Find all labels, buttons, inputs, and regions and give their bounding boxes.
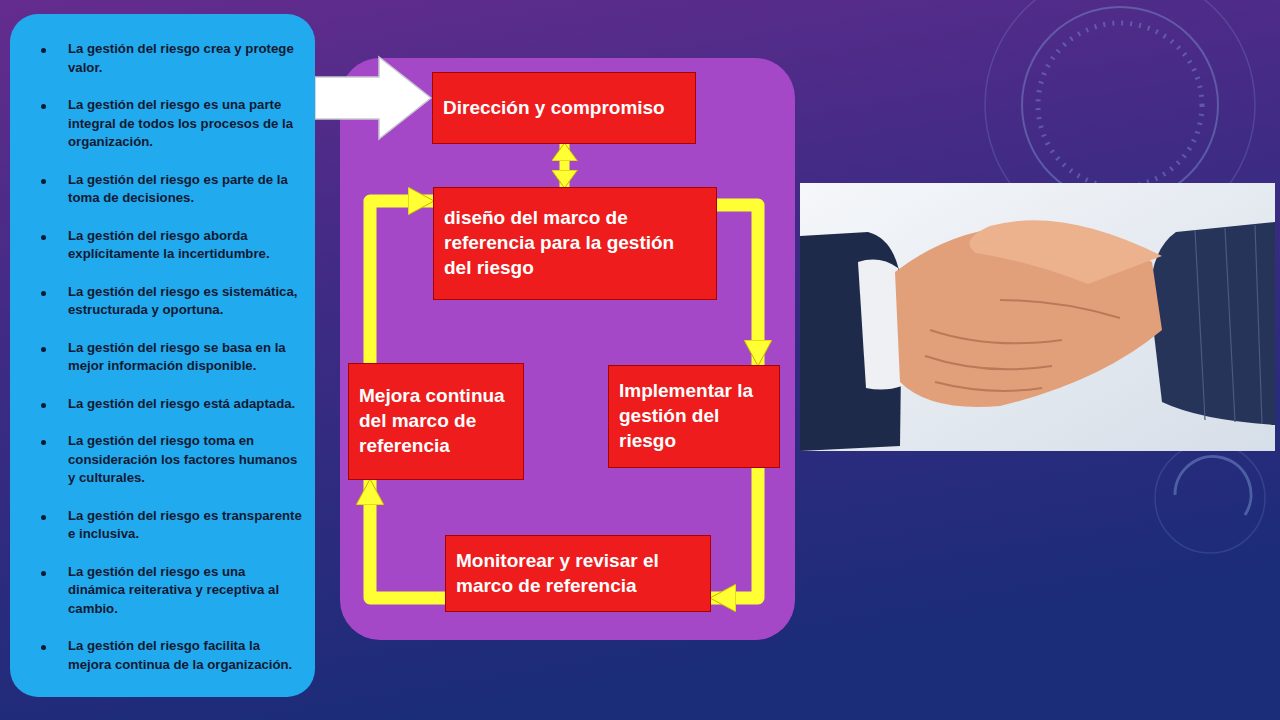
box-label: Implementar la gestión del riesgo bbox=[619, 379, 769, 453]
principle-text: La gestión del riesgo toma en considerac… bbox=[68, 432, 303, 488]
bullet-list: La gestión del riesgo crea y protege val… bbox=[10, 40, 303, 675]
bullet-item: La gestión del riesgo está adaptada. bbox=[10, 395, 303, 414]
cycle-arrow bbox=[560, 144, 570, 187]
bullet-item: La gestión del riesgo se basa en la mejo… bbox=[10, 339, 303, 376]
box-label: diseño del marco de referencia para la g… bbox=[444, 206, 706, 280]
principle-text: La gestión del riesgo es transparente e … bbox=[68, 507, 303, 544]
handshake-photo bbox=[800, 183, 1275, 451]
bullet-dot bbox=[41, 179, 46, 184]
principles-panel: La gestión del riesgo crea y protege val… bbox=[10, 14, 315, 697]
purple-panel bbox=[340, 58, 795, 640]
bullet-dot bbox=[41, 645, 46, 650]
cycle-arrow bbox=[370, 201, 433, 363]
deco-ring bbox=[1022, 7, 1218, 203]
principle-text: La gestión del riesgo es una parte integ… bbox=[68, 96, 303, 152]
left-sleeve bbox=[800, 232, 902, 451]
deco-ticks bbox=[1038, 23, 1202, 187]
bullet-dot bbox=[41, 403, 46, 408]
bullet-item: La gestión del riesgo es una dinámica re… bbox=[10, 563, 303, 619]
bullet-dot bbox=[41, 291, 46, 296]
principle-text: La gestión del riesgo se basa en la mejo… bbox=[68, 339, 303, 376]
principle-text: La gestión del riesgo es sistemática, es… bbox=[68, 283, 303, 320]
bullet-item: La gestión del riesgo facilita la mejora… bbox=[10, 637, 303, 674]
principle-text: La gestión del riesgo es parte de la tom… bbox=[68, 171, 303, 208]
process-box: diseño del marco de referencia para la g… bbox=[433, 187, 717, 300]
box-label: Dirección y compromiso bbox=[443, 96, 685, 121]
bullet-dot bbox=[41, 235, 46, 240]
cycle-arrow bbox=[711, 468, 758, 598]
right-sleeve bbox=[1150, 222, 1275, 425]
process-box: Implementar la gestión del riesgo bbox=[608, 365, 780, 468]
bullet-item: La gestión del riesgo toma en considerac… bbox=[10, 432, 303, 488]
deco-arc bbox=[1175, 457, 1251, 515]
thumb bbox=[970, 220, 1162, 284]
bullet-item: La gestión del riesgo es sistemática, es… bbox=[10, 283, 303, 320]
deco-ring bbox=[1155, 443, 1265, 553]
finger-lines bbox=[925, 300, 1120, 391]
process-box: Monitorear y revisar el marco de referen… bbox=[445, 535, 711, 612]
principle-text: La gestión del riesgo es una dinámica re… bbox=[68, 563, 303, 619]
bullet-dot bbox=[41, 515, 46, 520]
box-label: Monitorear y revisar el marco de referen… bbox=[456, 549, 700, 598]
bullet-item: La gestión del riesgo crea y protege val… bbox=[10, 40, 303, 77]
process-box: Mejora continua del marco de referencia bbox=[348, 363, 524, 480]
photo-ground bbox=[800, 183, 1275, 451]
bullet-dot bbox=[41, 48, 46, 53]
bullet-item: La gestión del riesgo aborda explícitame… bbox=[10, 227, 303, 264]
principle-text: La gestión del riesgo aborda explícitame… bbox=[68, 227, 303, 264]
pinstripes bbox=[1195, 225, 1262, 424]
bullet-dot bbox=[41, 347, 46, 352]
bullet-dot bbox=[41, 104, 46, 109]
bullet-item: La gestión del riesgo es parte de la tom… bbox=[10, 171, 303, 208]
process-box: Dirección y compromiso bbox=[432, 72, 696, 144]
bullet-item: La gestión del riesgo es transparente e … bbox=[10, 507, 303, 544]
principle-text: La gestión del riesgo crea y protege val… bbox=[68, 40, 303, 77]
principle-text: La gestión del riesgo está adaptada. bbox=[68, 395, 303, 414]
principle-text: La gestión del riesgo facilita la mejora… bbox=[68, 637, 303, 674]
box-label: Mejora continua del marco de referencia bbox=[359, 384, 513, 458]
cycle-arrow bbox=[717, 205, 758, 365]
bullet-item: La gestión del riesgo es una parte integ… bbox=[10, 96, 303, 152]
block-arrow bbox=[315, 57, 431, 139]
bullet-dot bbox=[41, 571, 46, 576]
bullet-dot bbox=[41, 440, 46, 445]
cycle-arrow bbox=[370, 480, 445, 598]
